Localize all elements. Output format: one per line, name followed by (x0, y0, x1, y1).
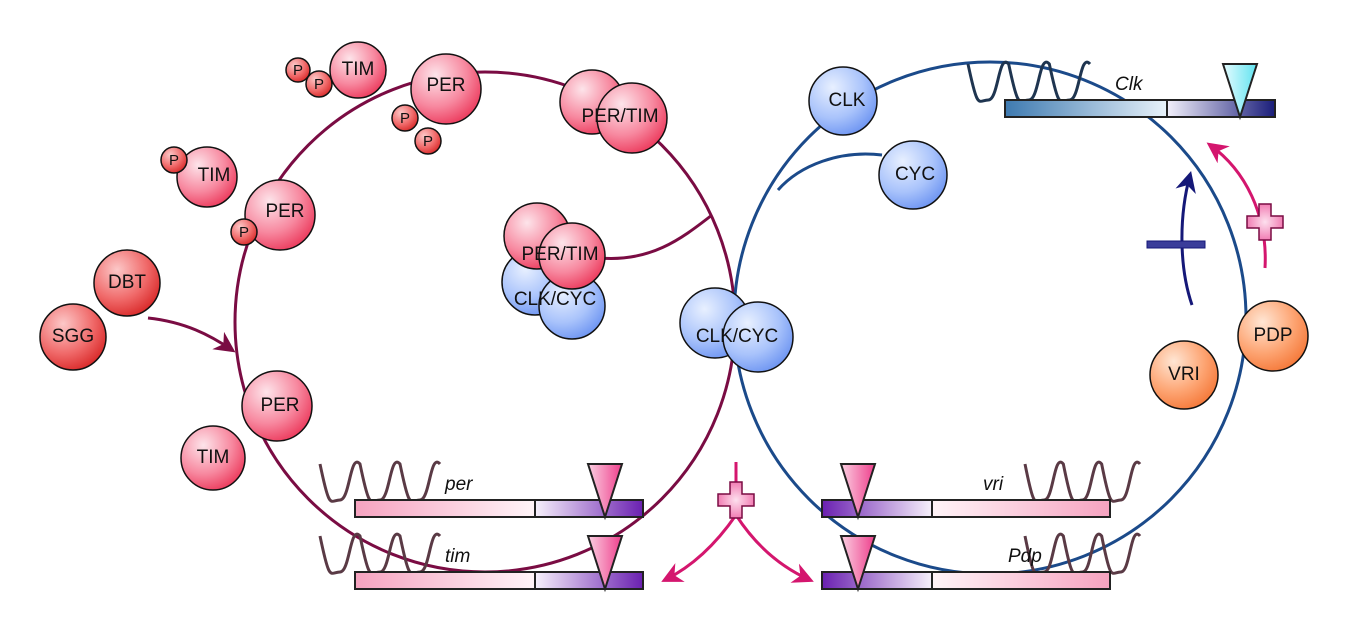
enhancer-triangle-icon (1221, 63, 1259, 121)
per-tim-binding-line (599, 213, 713, 260)
molecule-label: PER/TIM (581, 106, 658, 127)
molecule-label: PER/TIM (521, 244, 598, 265)
gene-clk: Clk (966, 60, 1276, 121)
dbt-kinase (93, 249, 161, 317)
enhancer-triangle-icon (839, 463, 877, 521)
plus-icon (1246, 203, 1284, 241)
phosphate-label: P (314, 76, 324, 93)
tim-protein (176, 146, 238, 208)
tim-protein (596, 82, 668, 154)
sgg-kinase (39, 303, 107, 371)
vri-repression-arrow (1175, 170, 1196, 306)
molecule-label: PER (265, 201, 304, 222)
gene-tim: tim (318, 532, 644, 593)
molecule-label: SGG (52, 326, 94, 347)
gene-per: per (318, 460, 644, 521)
clk-protein (808, 66, 878, 136)
mrna-wave (318, 532, 442, 575)
mrna-wave (318, 460, 442, 503)
mrna-wave (966, 60, 1092, 103)
phosphate-label: P (400, 110, 410, 127)
gene-label: per (444, 474, 473, 495)
molecule-label: CLK (829, 90, 866, 111)
promoter-region (1166, 99, 1276, 118)
molecule-label: PER (426, 75, 465, 96)
promoter-region (931, 499, 1111, 518)
phosphate-label: P (293, 62, 303, 79)
molecule-label: PER (260, 395, 299, 416)
molecule-label: CLK/CYC (696, 326, 778, 347)
inhibition-bar-icon (1146, 240, 1206, 249)
gene-label: Clk (1115, 74, 1144, 95)
molecule-label: DBT (108, 272, 146, 293)
molecule-label: TIM (197, 447, 230, 468)
activation-arrow-left (661, 514, 738, 582)
tim-protein (180, 425, 246, 491)
pdp-protein (1237, 300, 1309, 372)
per-protein (241, 370, 313, 442)
phosphate (305, 70, 333, 98)
phosphate-label: P (239, 224, 249, 241)
gene-label: tim (445, 546, 470, 567)
gene-region (1004, 99, 1168, 118)
vri-protein (1149, 340, 1219, 410)
promoter-region (534, 499, 644, 518)
molecule-label: TIM (342, 59, 375, 80)
molecule-label: TIM (198, 165, 231, 186)
promoter-region (534, 571, 644, 590)
per-tim-feedback-loop (233, 70, 737, 574)
phosphate-label: P (423, 133, 433, 150)
tim-protein (329, 41, 387, 99)
gene-region (354, 499, 536, 518)
mrna-wave (1023, 460, 1142, 503)
promoter-region (931, 571, 1111, 590)
enhancer-triangle-icon (839, 535, 877, 593)
gene-region (354, 571, 536, 590)
molecule-label: CLK/CYC (514, 289, 596, 310)
phosphate (160, 146, 188, 174)
activation-arrow-right (734, 514, 814, 583)
enhancer-triangle-icon (586, 535, 624, 593)
pdp-activation-arrow (1206, 142, 1267, 269)
kinase-arrow (147, 316, 236, 353)
per-protein (244, 179, 316, 251)
phosphate-label: P (169, 152, 179, 169)
clk-feedback-loop (732, 60, 1248, 576)
phosphate (414, 127, 442, 155)
tim-protein (538, 222, 606, 290)
gene-pdp: Pdp (821, 532, 1142, 593)
cyc-protein (878, 140, 948, 210)
gene-vri: vri (821, 460, 1142, 521)
molecule-label: VRI (1168, 364, 1200, 385)
gene-region (821, 571, 933, 590)
phosphate (391, 104, 419, 132)
enhancer-triangle-icon (586, 463, 624, 521)
clk-cyc-binding-line (776, 152, 883, 191)
plus-icon (717, 481, 755, 519)
per-protein (410, 53, 482, 125)
phosphate (230, 218, 258, 246)
molecule-label: PDP (1253, 325, 1292, 346)
phosphate (285, 57, 311, 83)
gene-region (821, 499, 933, 518)
gene-label: vri (983, 474, 1004, 495)
cyc-protein (722, 301, 794, 373)
molecule-label: CYC (895, 164, 935, 185)
gene-label: Pdp (1008, 546, 1042, 567)
